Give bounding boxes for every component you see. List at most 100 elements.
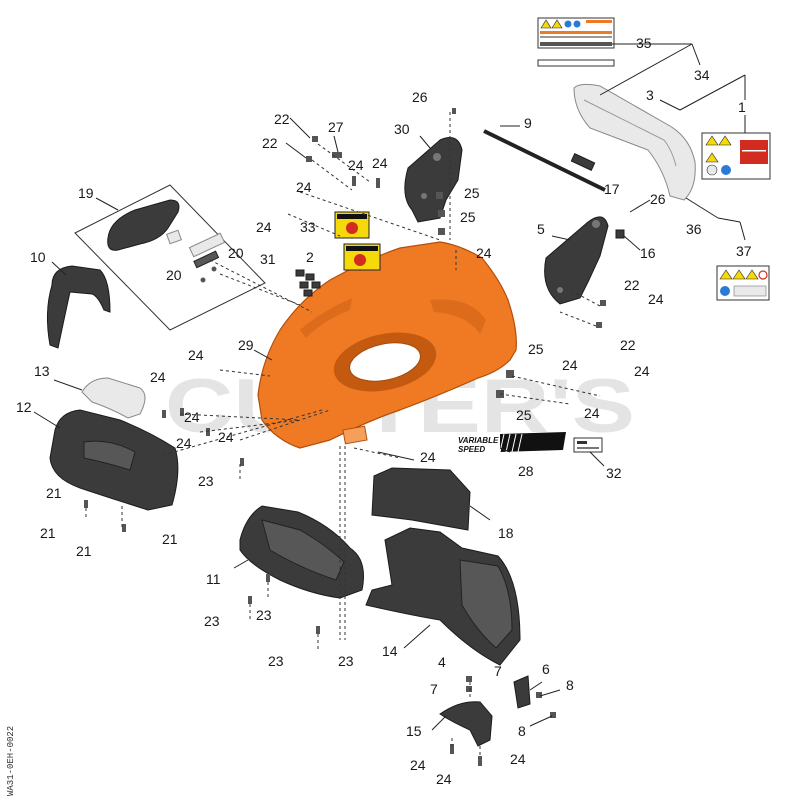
callout-15: 15 (406, 723, 422, 739)
part-32-decal (573, 437, 603, 453)
part-15-bracket (439, 701, 493, 747)
callout-25d: 25 (516, 407, 532, 423)
callout-7b: 7 (430, 681, 438, 697)
callout-24b: 24 (348, 157, 364, 173)
callout-26b: 26 (650, 191, 666, 207)
callout-24o: 24 (420, 449, 436, 465)
callout-23c: 23 (204, 613, 220, 629)
callout-24a: 24 (372, 155, 388, 171)
callout-25b: 25 (460, 209, 476, 225)
callout-3: 3 (646, 87, 654, 103)
callout-33: 33 (300, 219, 316, 235)
part-17-clip (570, 153, 596, 171)
part-5-right-bracket (544, 216, 609, 305)
callout-6: 6 (542, 661, 550, 677)
part-16-spacer (615, 229, 625, 239)
callout-21a: 21 (46, 485, 62, 501)
callout-29: 29 (238, 337, 254, 353)
callout-24m: 24 (634, 363, 650, 379)
callout-23e: 23 (338, 653, 354, 669)
part-28-variable-speed-decal: VARIABLE SPEED (456, 432, 566, 454)
callout-21d: 21 (162, 531, 178, 547)
callout-22c: 22 (624, 277, 640, 293)
callout-16: 16 (640, 245, 656, 261)
part-29-mower-deck (257, 241, 517, 449)
decal-28-line1: VARIABLE (458, 436, 499, 445)
callout-22d: 22 (620, 337, 636, 353)
part-18-baffle-upper (371, 467, 471, 531)
callout-30: 30 (394, 121, 410, 137)
callout-24g: 24 (188, 347, 204, 363)
callout-32: 32 (606, 465, 622, 481)
callout-24n: 24 (584, 405, 600, 421)
callout-4: 4 (438, 654, 446, 670)
callout-24r: 24 (510, 751, 526, 767)
part-33-warning-decal (334, 211, 370, 239)
callout-24i: 24 (184, 409, 200, 425)
callout-18: 18 (498, 525, 514, 541)
callout-14: 14 (382, 643, 398, 659)
callout-20a: 20 (228, 245, 244, 261)
callout-8b: 8 (518, 723, 526, 739)
callout-23d: 23 (268, 653, 284, 669)
assembly-lines (85, 112, 601, 756)
hardware-bolts (84, 108, 606, 766)
callout-11: 11 (206, 571, 221, 587)
callout-23a: 23 (198, 473, 214, 489)
callout-24k: 24 (218, 429, 234, 445)
callout-24q: 24 (436, 771, 452, 787)
callout-7a: 7 (494, 663, 502, 679)
callout-24h: 24 (150, 369, 166, 385)
callout-37: 37 (736, 243, 752, 259)
callout-24c: 24 (296, 179, 312, 195)
callout-20b: 20 (166, 267, 182, 283)
callout-8a: 8 (566, 677, 574, 693)
part-13-cover (81, 377, 146, 419)
callout-10: 10 (30, 249, 46, 265)
callout-17: 17 (604, 181, 620, 197)
callout-28: 28 (518, 463, 534, 479)
callout-12: 12 (16, 399, 32, 415)
part-37-decal (716, 265, 770, 301)
callout-36: 36 (686, 221, 702, 237)
callout-5: 5 (537, 221, 545, 237)
part-6-bracket (513, 675, 531, 709)
callout-24p: 24 (410, 757, 426, 773)
part-10-rear-flap (46, 265, 111, 349)
callout-26a: 26 (412, 89, 428, 105)
part-31-clips (295, 269, 321, 297)
callout-19: 19 (78, 185, 94, 201)
callout-24l: 24 (562, 357, 578, 373)
callout-21b: 21 (40, 525, 56, 541)
callout-24f: 24 (648, 291, 664, 307)
part-1-decal (701, 132, 771, 180)
part-2-warning-decal (343, 243, 381, 271)
callout-25c: 25 (528, 341, 544, 357)
callout-2: 2 (306, 249, 314, 265)
callout-9: 9 (524, 115, 532, 131)
callout-21c: 21 (76, 543, 92, 559)
part-35-decals (537, 17, 615, 67)
part-19-kit-box (74, 184, 266, 331)
callout-34: 34 (694, 67, 710, 83)
callout-23b: 23 (256, 607, 272, 623)
document-id: WA31-0EH-0022 (6, 726, 16, 796)
callout-24j: 24 (176, 435, 192, 451)
callout-13: 13 (34, 363, 50, 379)
callout-24e: 24 (476, 245, 492, 261)
part-3-handle-grip (573, 83, 696, 201)
leader-lines (33, 43, 746, 731)
callout-22b: 22 (262, 135, 278, 151)
callout-31: 31 (260, 251, 276, 267)
callout-22a: 22 (274, 111, 290, 127)
callout-25a: 25 (464, 185, 480, 201)
part-9-rod (483, 129, 606, 192)
callout-24d: 24 (256, 219, 272, 235)
callout-numbers: 1 2 3 4 5 6 7 7 8 8 9 10 11 12 13 14 15 … (16, 35, 752, 787)
callout-35: 35 (636, 35, 652, 51)
callout-27: 27 (328, 119, 344, 135)
decal-28-line2: SPEED (458, 445, 485, 454)
part-30-left-bracket (404, 137, 463, 223)
callout-1: 1 (738, 99, 746, 115)
